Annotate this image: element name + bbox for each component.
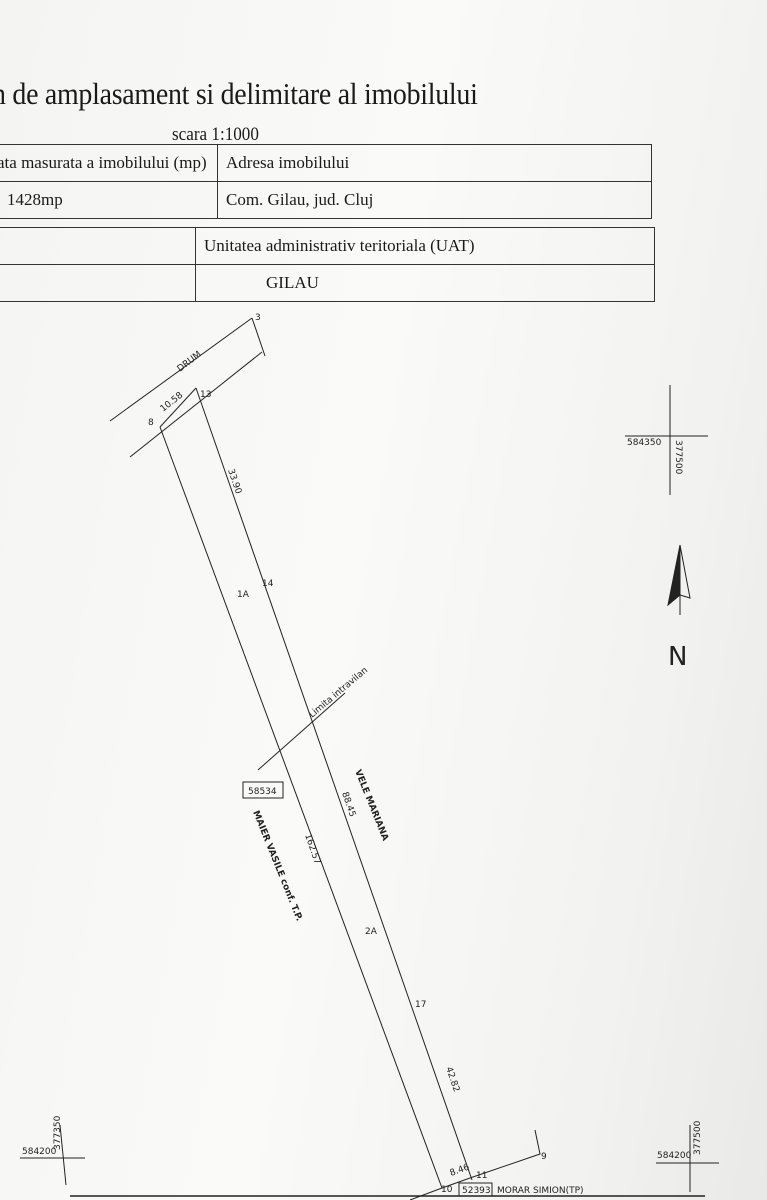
uat-header: Unitatea administrativ teritoriala (UAT) xyxy=(195,227,655,265)
grid-y-bottom-left: 377350 xyxy=(53,1115,63,1150)
parcel-front xyxy=(159,387,197,428)
neighbor-west: MAIER VASILE conf. T.P. xyxy=(250,809,304,922)
point-13: 13 xyxy=(200,390,211,400)
neighbor-south: MORAR SIMION(TP) xyxy=(497,1186,584,1196)
scale-label: scara 1:1000 xyxy=(172,124,259,145)
neighbor-east: VELE MARIANA xyxy=(352,768,390,842)
parcel-2a-label: 2A xyxy=(365,927,378,937)
document-title: n de amplasament si delimitare al imobil… xyxy=(0,76,478,111)
grid-y-bottom-right: 377500 xyxy=(693,1120,703,1155)
parcel-1a-label: 1A xyxy=(237,590,250,600)
grid-x-bottom-left: 584200 xyxy=(22,1147,57,1157)
boundary-line xyxy=(251,317,266,357)
intravilan-limit-line xyxy=(257,692,346,771)
distance-8-10: 162.57 xyxy=(302,833,322,866)
road-width-label: 10.58 xyxy=(159,390,186,414)
parcel-id: 58534 xyxy=(248,787,277,797)
distance-17-11: 42.82 xyxy=(443,1066,461,1094)
road-label: DRUM xyxy=(176,350,204,375)
point-8: 8 xyxy=(148,418,154,428)
north-label: N xyxy=(668,642,687,672)
area-value: 1428mp xyxy=(0,181,218,219)
grid-cross xyxy=(59,1124,67,1186)
point-11: 11 xyxy=(476,1171,487,1181)
grid-x-bottom-right: 584200 xyxy=(657,1151,692,1161)
road-edge xyxy=(129,351,263,458)
south-boundary xyxy=(409,1129,541,1200)
distance-13-14: 33.90 xyxy=(225,468,243,496)
point-9: 9 xyxy=(541,1152,547,1162)
road-edge xyxy=(109,317,253,422)
distance-14-17: 88.45 xyxy=(339,791,357,819)
south-parcel-id: 52393 xyxy=(462,1186,491,1196)
parcel-west-boundary xyxy=(159,426,443,1189)
distance-10-11: 8.46 xyxy=(449,1162,472,1178)
uat-value: GILAU xyxy=(195,264,655,302)
point-17: 17 xyxy=(415,1000,426,1010)
intravilan-limit-label: Limita intravilan xyxy=(308,666,370,721)
uat-table: Unitatea administrativ teritoriala (UAT)… xyxy=(0,227,655,302)
grid-x-top-right: 584350 xyxy=(627,438,662,448)
property-info-table: ata masurata a imobilului (mp) Adresa im… xyxy=(0,144,652,219)
grid-y-top-right: 377500 xyxy=(673,440,683,475)
point-3: 3 xyxy=(255,313,261,323)
point-14: 14 xyxy=(262,579,274,589)
parcel-east-boundary xyxy=(195,387,473,1181)
point-10: 10 xyxy=(441,1185,453,1195)
address-value: Com. Gilau, jud. Cluj xyxy=(217,181,652,219)
north-arrow-icon xyxy=(667,544,691,615)
parcel-id-box xyxy=(242,781,284,799)
uat-empty-cell xyxy=(0,264,196,302)
